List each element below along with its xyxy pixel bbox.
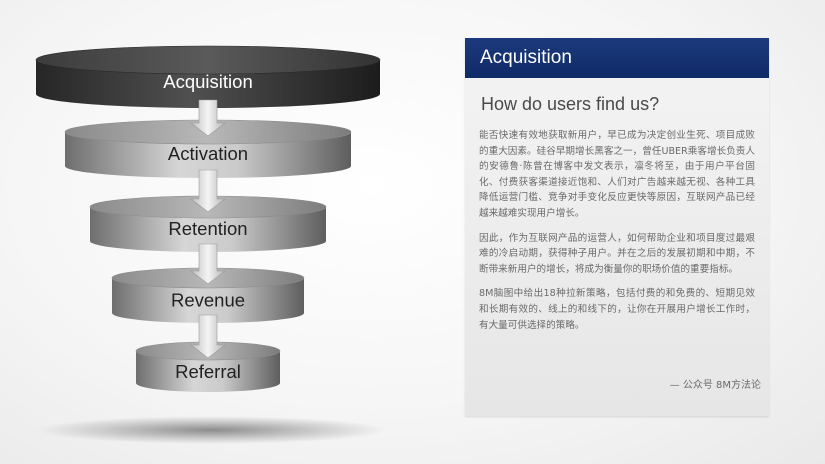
aarrr-funnel-diagram: AcquisitionActivationRetentionRevenueRef…	[35, 45, 387, 444]
funnel-arrow-down-icon	[190, 243, 226, 285]
funnel-arrow-down-icon	[190, 169, 226, 213]
funnel-layer-side	[65, 132, 351, 178]
funnel-layer-side	[90, 207, 326, 252]
panel-paragraph-2: 因此，作为互联网产品的运营人，如何帮助企业和项目度过最艰难的冷启动期，获得种子用…	[479, 232, 755, 275]
funnel-layer-side	[112, 278, 304, 323]
funnel-layer-label: Referral	[175, 361, 241, 382]
funnel-layer-top	[35, 45, 381, 75]
funnel-layer-label: Revenue	[171, 290, 245, 311]
funnel-layer-label: Retention	[168, 218, 247, 239]
panel-paragraph-1: 能否快速有效地获取新用户，早已成为决定创业生死、项目成败的重大因素。硅谷早期增长…	[479, 130, 755, 219]
funnel-layer-acquisition: Acquisition	[35, 45, 381, 108]
funnel-layer-referral: Referral	[135, 341, 281, 392]
funnel-arrow-down-icon	[190, 99, 226, 137]
panel-body: 能否快速有效地获取新用户，早已成为决定创业生死、项目成败的重大因素。硅谷早期增长…	[479, 128, 755, 333]
funnel-layer-side	[136, 351, 280, 392]
funnel-layers: AcquisitionActivationRetentionRevenueRef…	[35, 45, 381, 392]
funnel-layer-label: Activation	[168, 143, 248, 164]
funnel-floor-shadow	[37, 416, 387, 444]
funnel-layer-label: Acquisition	[163, 71, 252, 92]
detail-panel: Acquisition How do users find us? 能否快速有效…	[465, 38, 769, 416]
funnel-arrow-down-icon	[190, 314, 226, 359]
panel-title: Acquisition	[465, 38, 769, 78]
panel-subtitle: How do users find us?	[481, 94, 660, 114]
panel-source: — 公众号 8M方法论	[669, 380, 761, 391]
panel-paragraph-3: 8M脑图中给出18种拉新策略，包括付费的和免费的、短期见效和长期有效的、线上的和…	[479, 288, 755, 331]
